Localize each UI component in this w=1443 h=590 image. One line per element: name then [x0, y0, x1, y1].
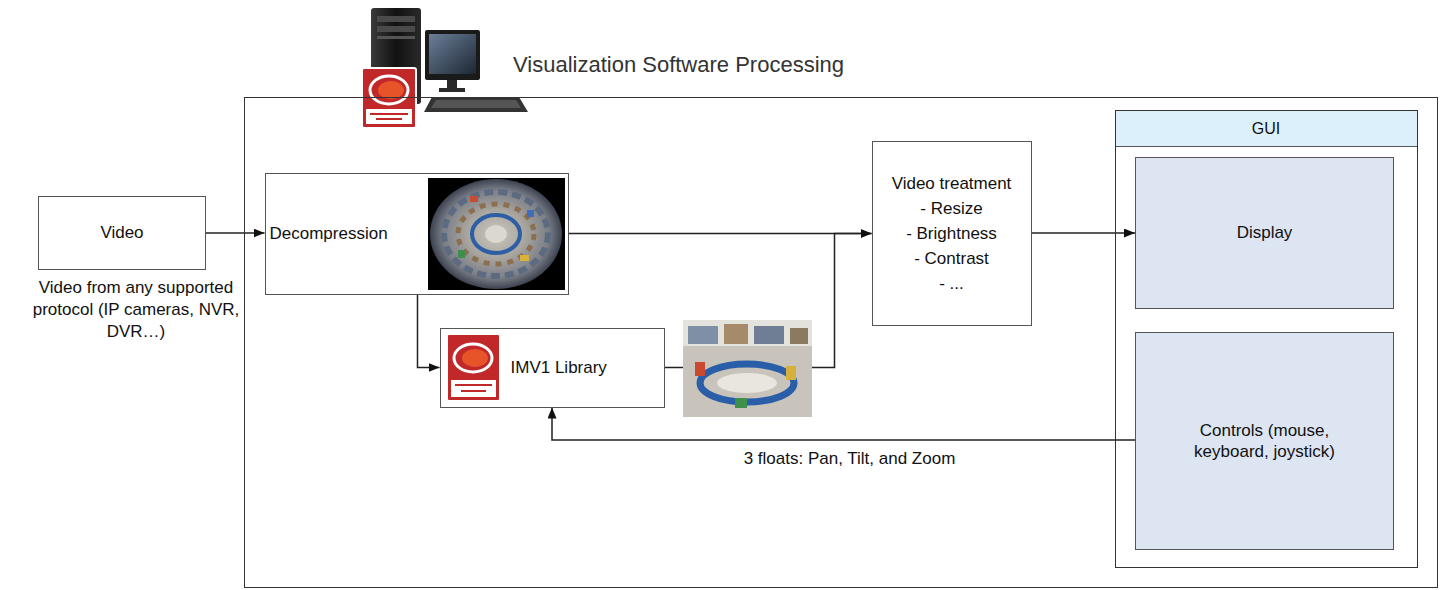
box-label: Decompression [270, 223, 388, 244]
process-box: Decompression [265, 173, 569, 295]
box-label: IMV1 Library [511, 357, 607, 378]
flow-arrow [206, 232, 265, 234]
dewarped-image [683, 320, 812, 417]
brand-logo [362, 68, 416, 128]
source-caption: Video from any supported protocol (IP ca… [27, 277, 245, 343]
gui-panel: GUI DisplayControls (mouse, keyboard, joy… [1115, 110, 1418, 568]
box-heading: Video treatment [892, 171, 1012, 196]
fisheye-image [428, 178, 565, 290]
flow-arrow [418, 295, 440, 368]
list-item: - Contrast [914, 246, 989, 271]
list-item: - Brightness [906, 221, 997, 246]
panel-header: GUI [1116, 111, 1417, 147]
system-boundary: Visualization Software ProcessingDecompr… [244, 97, 1438, 588]
boundary-title: Visualization Software Processing [513, 51, 844, 79]
flow-arrow [569, 233, 872, 235]
source-box: VideoVideo from any supported protocol (… [38, 196, 206, 270]
library-box: IMV1 Library [440, 328, 665, 408]
box-label: Display [1237, 222, 1293, 243]
controls-panel: Controls (mouse, keyboard, joystick) [1135, 332, 1394, 550]
list-item: - Resize [920, 196, 982, 221]
brand-logo [447, 334, 500, 401]
connector-label: 3 floats: Pan, Tilt, and Zoom [741, 449, 959, 469]
box-label: Video [100, 222, 143, 243]
process-box: Video treatment- Resize- Brightness- Con… [872, 141, 1032, 326]
display-panel: Display [1135, 157, 1394, 309]
box-label: Controls (mouse, keyboard, joystick) [1177, 420, 1352, 463]
list-item: - ... [939, 271, 964, 296]
flow-arrow [552, 408, 1135, 441]
flow-arrow [1032, 232, 1136, 234]
